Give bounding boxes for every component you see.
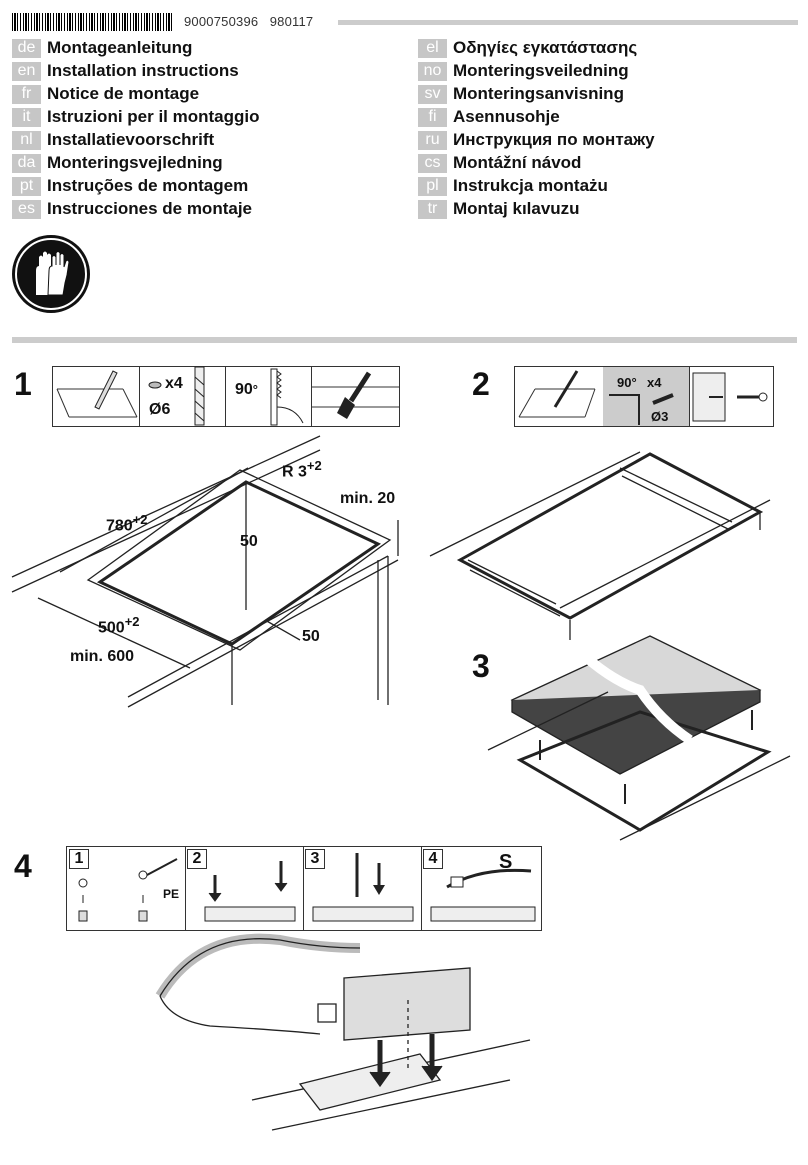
screw-diameter-label: Ø3 [651, 409, 669, 424]
language-code-badge: no [418, 61, 447, 81]
edge-distance-label: 50 [240, 533, 258, 550]
brush-cell [311, 367, 399, 426]
language-code-badge: it [12, 107, 41, 127]
width-tolerance: +2 [132, 512, 148, 527]
connect-cell-3: 3 [303, 847, 422, 930]
depth-tolerance: +2 [124, 614, 140, 629]
language-title: Istruzioni per il montaggio [47, 107, 260, 126]
language-title: Asennusohje [453, 107, 560, 126]
degree-symbol: ° [252, 382, 258, 397]
connect-cell-1: 1 PE [67, 847, 186, 930]
language-title: Οδηγίες εγκατάστασης [453, 38, 638, 57]
width-label: 780 [106, 517, 133, 535]
marking-cell [53, 367, 140, 426]
language-row: fr Notice de montage [12, 84, 199, 104]
min20-label: min. 20 [340, 490, 396, 507]
language-title: Montageanleitung [47, 38, 193, 57]
radius-label: R 3 [282, 463, 307, 481]
substep-2: 2 [187, 849, 207, 869]
language-title: Montážní návod [453, 153, 582, 172]
language-title: Monteringsvejledning [47, 153, 223, 172]
language-title: Instrukcja montażu [453, 176, 608, 195]
language-title: Monteringsveiledning [453, 61, 629, 80]
step-number-3: 3 [472, 648, 490, 684]
quantity-label-2: x4 [647, 375, 662, 390]
language-code-badge: es [12, 199, 41, 219]
radius-tolerance: +2 [306, 458, 322, 473]
language-row: da Monteringsvejledning [12, 153, 223, 173]
language-code-badge: tr [418, 199, 447, 219]
language-code-badge: fi [418, 107, 447, 127]
language-row: tr Montaj kılavuzu [418, 199, 580, 219]
connect-cell-2: 2 [185, 847, 304, 930]
language-title: Инструкция по монтажу [453, 130, 655, 149]
language-code-badge: pl [418, 176, 447, 196]
depth-label: 500 [98, 619, 125, 637]
language-row: de Montageanleitung [12, 38, 192, 58]
language-code-badge: en [12, 61, 41, 81]
substep-3: 3 [305, 849, 325, 869]
drill-cell: x4 Ø6 [139, 366, 226, 426]
language-row: it Istruzioni per il montaggio [12, 107, 260, 127]
substep-1: 1 [69, 849, 89, 869]
cable-s-label: S [499, 851, 513, 873]
pe-label: PE [163, 887, 180, 901]
saw-cell: 90° [225, 367, 312, 426]
step2-tool-strip: 90° x4 Ø3 [514, 366, 774, 427]
step-number-2: 2 [472, 366, 490, 402]
min600-label: min. 600 [70, 648, 135, 665]
language-title: Monteringsanvisning [453, 84, 624, 103]
quantity-label: x4 [165, 375, 183, 392]
language-row: sv Monteringsanvisning [418, 84, 624, 104]
language-row: en Installation instructions [12, 61, 239, 81]
language-title: Montaj kılavuzu [453, 199, 580, 218]
bracket-cell: 90° x4 Ø3 [603, 367, 690, 426]
drill-diameter-label: Ø6 [149, 401, 171, 418]
language-title: Installatievoorschrift [47, 130, 215, 149]
language-row: fi Asennusohje [418, 107, 560, 127]
front-distance-label: 50 [302, 628, 320, 645]
degree-symbol-2: ° [631, 375, 637, 390]
step1-tool-strip: x4 Ø6 90° [52, 366, 400, 427]
language-title: Installation instructions [47, 61, 239, 80]
language-code-badge: el [418, 38, 447, 58]
language-code-badge: de [12, 38, 41, 58]
language-title: Instruções de montagem [47, 176, 249, 195]
language-code-badge: fr [12, 84, 41, 104]
angle-label: 90 [235, 381, 253, 398]
language-code-badge: cs [418, 153, 447, 173]
language-code-badge: pt [12, 176, 41, 196]
gloves-icon [12, 235, 90, 313]
language-code-badge: nl [12, 130, 41, 150]
language-title: Instrucciones de montaje [47, 199, 252, 218]
language-row: cs Montážní návod [418, 153, 581, 173]
language-row: nl Installatievoorschrift [12, 130, 214, 150]
language-title: Notice de montage [47, 84, 200, 103]
section-rule [12, 337, 797, 343]
language-row: el Οδηγίες εγκατάστασης [418, 38, 637, 58]
language-row: es Instrucciones de montaje [12, 199, 252, 219]
substep-4: 4 [423, 849, 443, 869]
language-row: no Monteringsveiledning [418, 61, 629, 81]
screw-cell [689, 367, 773, 426]
step-number-1: 1 [14, 366, 32, 402]
document-number: 9000750396 980117 [184, 14, 314, 29]
connect-cell-4: 4 S [421, 847, 541, 930]
header-rule [338, 20, 798, 25]
angle-label-2: 90 [617, 375, 632, 390]
language-row: ru Инструкция по монтажу [418, 130, 655, 150]
step-number-4: 4 [14, 848, 32, 884]
language-code-badge: sv [418, 84, 447, 104]
language-row: pl Instrukcja montażu [418, 176, 608, 196]
barcode [12, 13, 174, 31]
step4-connection-strip: 1 PE 2 3 4 S [66, 846, 542, 931]
language-code-badge: da [12, 153, 41, 173]
language-row: pt Instruções de montagem [12, 176, 248, 196]
language-code-badge: ru [418, 130, 447, 150]
